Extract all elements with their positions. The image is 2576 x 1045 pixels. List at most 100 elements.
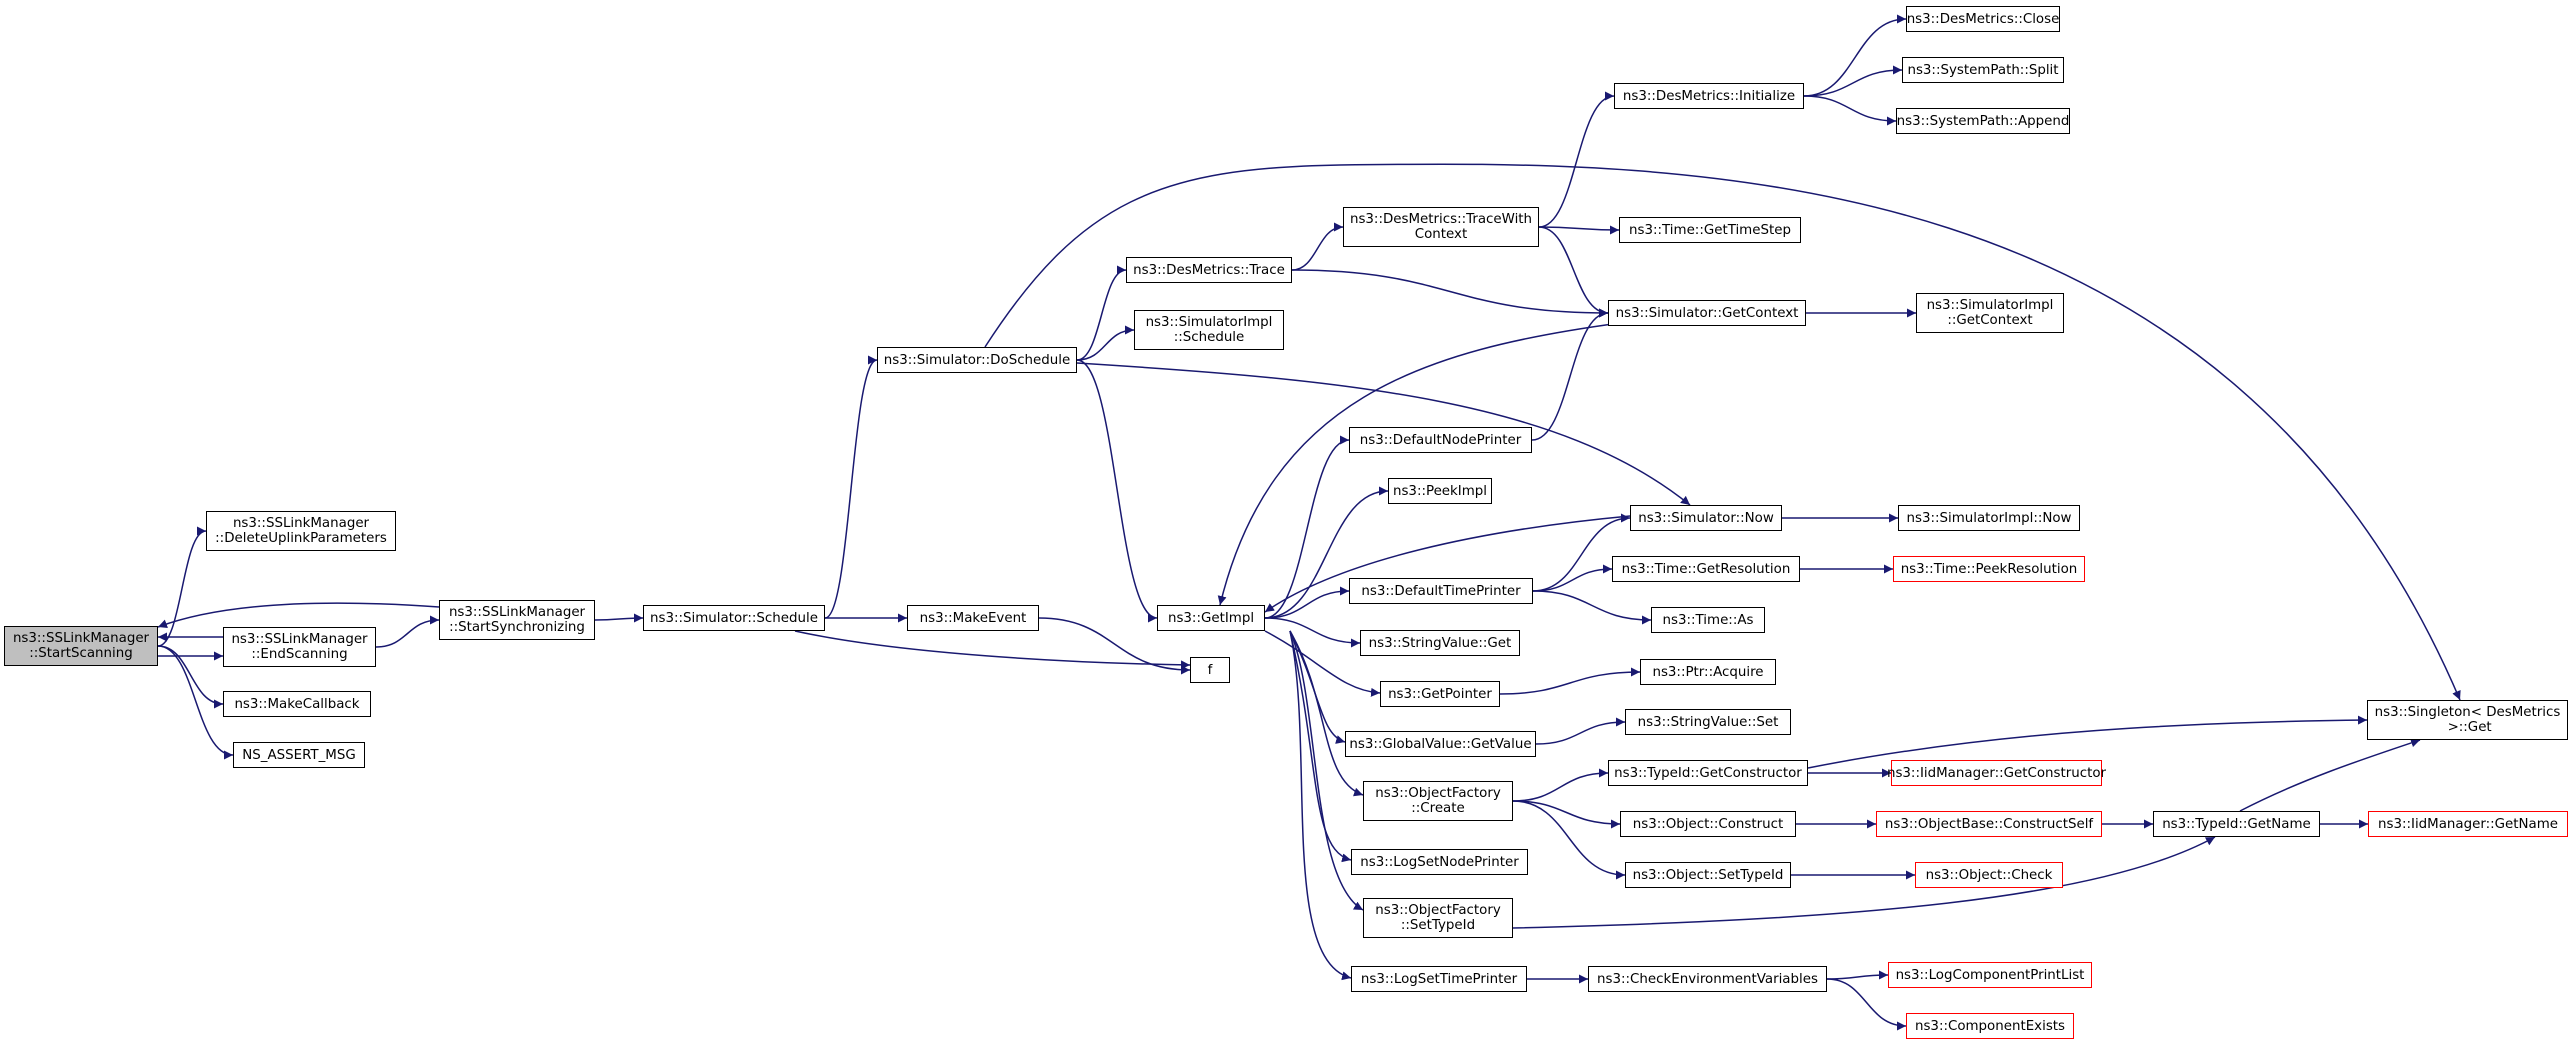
node-label: ns3::SimulatorImpl ::GetContext <box>1926 298 2054 328</box>
node-label: ns3::DesMetrics::Trace <box>1133 262 1285 278</box>
node-trace-with-context[interactable]: ns3::DesMetrics::TraceWith Context <box>1343 207 1539 247</box>
edge-sim-now-to-get-impl <box>1264 515 1631 613</box>
node-iidmanager-get-name[interactable]: ns3::IidManager::GetName <box>2368 811 2568 837</box>
node-sim-now[interactable]: ns3::Simulator::Now <box>1630 505 1782 531</box>
node-label: ns3::GlobalValue::GetValue <box>1349 736 1532 752</box>
node-globalvalue-getvalue[interactable]: ns3::GlobalValue::GetValue <box>1345 731 1536 757</box>
node-do-schedule[interactable]: ns3::Simulator::DoSchedule <box>877 347 1077 373</box>
node-label: ns3::DesMetrics::Close <box>1906 11 2060 27</box>
node-des-initialize[interactable]: ns3::DesMetrics::Initialize <box>1614 83 1804 109</box>
node-f[interactable]: f <box>1190 657 1230 683</box>
edge-typeid-get-name-to-singleton-get <box>2239 738 2421 812</box>
node-time-peek-resolution[interactable]: ns3::Time::PeekResolution <box>1893 556 2085 582</box>
node-singleton-get[interactable]: ns3::Singleton< DesMetrics >::Get <box>2367 700 2568 740</box>
node-simimpl-schedule[interactable]: ns3::SimulatorImpl ::Schedule <box>1134 310 1284 350</box>
edge-get-impl-to-default-time-printer <box>1264 586 1350 619</box>
node-end-scanning[interactable]: ns3::SSLinkManager ::EndScanning <box>223 627 376 667</box>
node-time-get-time-step[interactable]: ns3::Time::GetTimeStep <box>1619 217 1801 243</box>
node-label: ns3::Object::Construct <box>1632 816 1784 832</box>
edge-get-impl-to-stringvalue-get <box>1264 617 1361 648</box>
node-object-set-type-id[interactable]: ns3::Object::SetTypeId <box>1625 862 1791 888</box>
node-default-node-printer[interactable]: ns3::DefaultNodePrinter <box>1349 427 1532 453</box>
node-delete-uplink[interactable]: ns3::SSLinkManager ::DeleteUplinkParamet… <box>206 511 396 551</box>
node-label: ns3::MakeCallback <box>234 696 360 712</box>
node-label: ns3::Simulator::DoSchedule <box>883 352 1071 368</box>
node-component-exists[interactable]: ns3::ComponentExists <box>1906 1013 2074 1039</box>
node-time-get-resolution[interactable]: ns3::Time::GetResolution <box>1612 556 1800 582</box>
node-get-impl[interactable]: ns3::GetImpl <box>1157 605 1265 631</box>
edge-sim-schedule-to-do-schedule <box>824 355 878 619</box>
node-typeid-get-name[interactable]: ns3::TypeId::GetName <box>2153 811 2320 837</box>
node-label: ns3::ComponentExists <box>1914 1018 2066 1034</box>
node-log-set-node-printer[interactable]: ns3::LogSetNodePrinter <box>1351 849 1528 875</box>
node-default-time-printer[interactable]: ns3::DefaultTimePrinter <box>1349 578 1533 604</box>
edge-do-schedule-to-singleton-get <box>984 163 2461 701</box>
node-object-construct[interactable]: ns3::Object::Construct <box>1620 811 1796 837</box>
node-label: ns3::SystemPath::Split <box>1907 62 2059 78</box>
edge-check-env-vars-to-log-component-print-list <box>1826 970 1889 980</box>
edge-start-scanning-to-delete-uplink <box>157 526 207 647</box>
node-get-pointer[interactable]: ns3::GetPointer <box>1380 681 1500 707</box>
edge-trace-with-context-to-sim-get-context <box>1538 226 1609 318</box>
edge-start-scanning-to-ns-assert-msg <box>157 645 234 760</box>
node-make-event[interactable]: ns3::MakeEvent <box>907 605 1039 631</box>
edge-do-schedule-to-sim-now <box>1076 362 1691 506</box>
edge-get-impl-to-peek-impl <box>1264 486 1389 619</box>
node-log-set-time-printer[interactable]: ns3::LogSetTimePrinter <box>1351 966 1527 992</box>
edge-get-impl-to-get-pointer <box>1264 630 1381 697</box>
node-start-scanning[interactable]: ns3::SSLinkManager ::StartScanning <box>4 626 158 666</box>
node-label: ns3::LogComponentPrintList <box>1895 967 2085 983</box>
node-objectbase-construct-self[interactable]: ns3::ObjectBase::ConstructSelf <box>1876 811 2102 837</box>
edge-start-scanning-to-make-callback <box>157 645 224 709</box>
node-objectfactory-create[interactable]: ns3::ObjectFactory ::Create <box>1363 781 1513 821</box>
node-ns-assert-msg[interactable]: NS_ASSERT_MSG <box>233 742 365 768</box>
node-label: ns3::SSLinkManager ::DeleteUplinkParamet… <box>215 516 387 546</box>
node-label: ns3::Simulator::GetContext <box>1615 305 1799 321</box>
edge-objectfactory-create-to-object-set-type-id <box>1512 800 1626 880</box>
node-syspath-append[interactable]: ns3::SystemPath::Append <box>1896 108 2070 134</box>
node-label: ns3::IidManager::GetConstructor <box>1886 765 2107 781</box>
node-label: ns3::StringValue::Get <box>1368 635 1512 651</box>
node-label: ns3::Object::Check <box>1925 867 2053 883</box>
node-des-trace[interactable]: ns3::DesMetrics::Trace <box>1126 257 1292 283</box>
node-label: ns3::Time::GetResolution <box>1621 561 1791 577</box>
node-label: ns3::ObjectFactory ::Create <box>1375 786 1501 816</box>
node-label: ns3::Time::As <box>1662 612 1754 628</box>
node-log-component-print-list[interactable]: ns3::LogComponentPrintList <box>1888 962 2092 988</box>
node-check-env-vars[interactable]: ns3::CheckEnvironmentVariables <box>1588 966 1827 992</box>
edge-objectfactory-set-type-id-to-typeid-get-name <box>1512 836 2216 929</box>
node-simimpl-now[interactable]: ns3::SimulatorImpl::Now <box>1898 505 2080 531</box>
edge-sim-get-context-to-get-impl <box>1217 322 1621 606</box>
node-stringvalue-set[interactable]: ns3::StringValue::Set <box>1625 709 1791 735</box>
node-ptr-acquire[interactable]: ns3::Ptr::Acquire <box>1640 659 1776 685</box>
node-sim-schedule[interactable]: ns3::Simulator::Schedule <box>643 605 825 631</box>
node-label: ns3::TypeId::GetName <box>2162 816 2311 832</box>
node-label: ns3::Singleton< DesMetrics >::Get <box>2374 705 2561 735</box>
edge-get-impl-to-log-set-time-printer <box>1289 630 1352 981</box>
node-syspath-split[interactable]: ns3::SystemPath::Split <box>1902 57 2064 83</box>
node-label: ns3::Ptr::Acquire <box>1652 664 1764 680</box>
node-time-as[interactable]: ns3::Time::As <box>1651 607 1765 633</box>
node-object-check[interactable]: ns3::Object::Check <box>1915 862 2063 888</box>
edge-default-time-printer-to-time-get-resolution <box>1532 564 1613 592</box>
edge-objectfactory-create-to-object-construct <box>1512 800 1621 829</box>
node-iidmanager-get-constructor[interactable]: ns3::IidManager::GetConstructor <box>1887 760 2106 786</box>
node-simimpl-get-context[interactable]: ns3::SimulatorImpl ::GetContext <box>1916 293 2064 333</box>
node-label: ns3::MakeEvent <box>919 610 1027 626</box>
edge-trace-with-context-to-time-get-time-step <box>1538 225 1620 235</box>
node-label: ns3::Simulator::Schedule <box>650 610 818 626</box>
edge-des-trace-to-trace-with-context <box>1291 222 1344 271</box>
node-start-sync[interactable]: ns3::SSLinkManager ::StartSynchronizing <box>439 600 595 640</box>
node-label: ns3::LogSetNodePrinter <box>1360 854 1519 870</box>
node-objectfactory-set-type-id[interactable]: ns3::ObjectFactory ::SetTypeId <box>1363 898 1513 938</box>
node-typeid-get-constructor[interactable]: ns3::TypeId::GetConstructor <box>1608 760 1808 786</box>
node-stringvalue-get[interactable]: ns3::StringValue::Get <box>1360 630 1520 656</box>
node-make-callback[interactable]: ns3::MakeCallback <box>223 691 371 717</box>
edge-do-schedule-to-get-impl <box>1076 359 1158 623</box>
node-label: ns3::SSLinkManager ::StartSynchronizing <box>448 605 586 635</box>
node-sim-get-context[interactable]: ns3::Simulator::GetContext <box>1608 300 1806 326</box>
node-des-close[interactable]: ns3::DesMetrics::Close <box>1906 6 2060 32</box>
edge-des-initialize-to-des-close <box>1803 14 1907 97</box>
node-peek-impl[interactable]: ns3::PeekImpl <box>1388 478 1492 504</box>
